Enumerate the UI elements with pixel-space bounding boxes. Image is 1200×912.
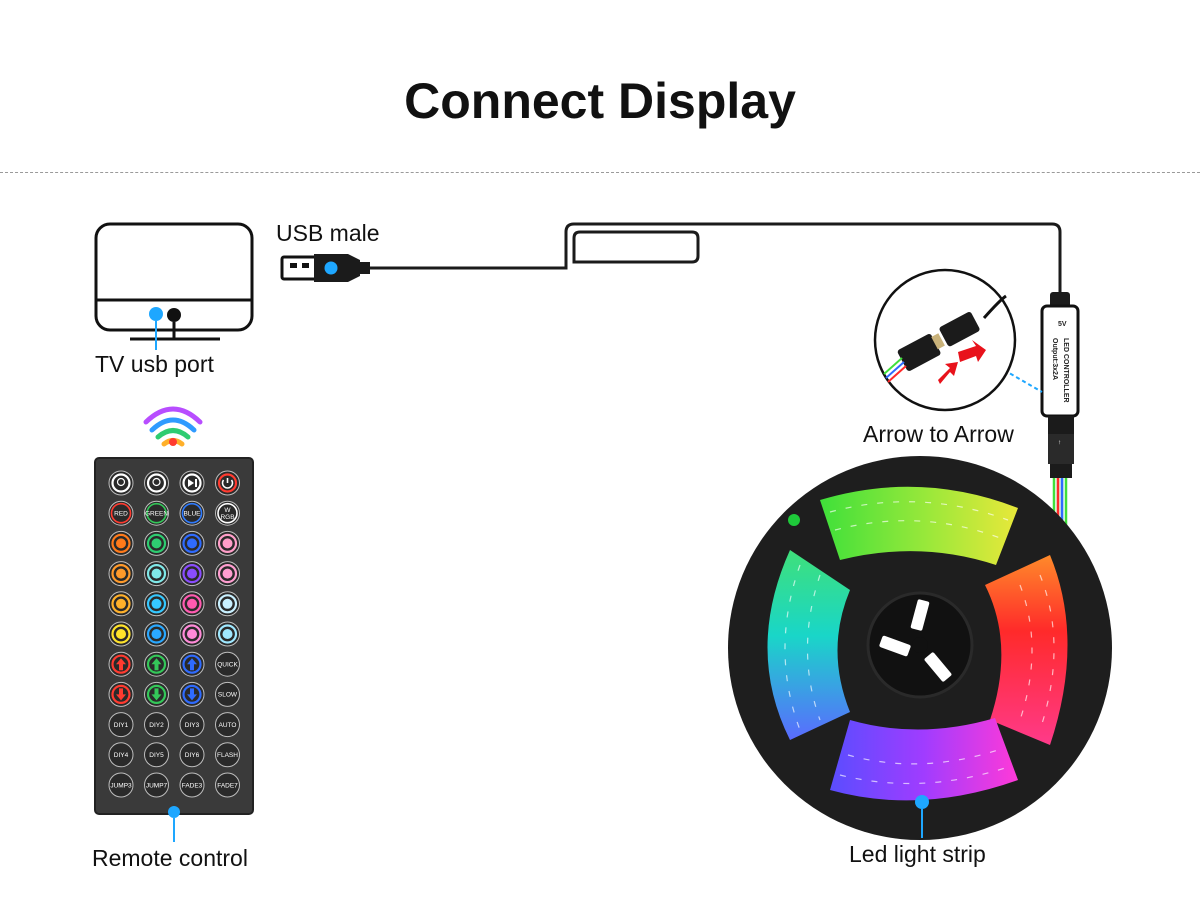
led-light-strip-label: Led light strip: [849, 841, 986, 867]
remote-button-label: JUMP3: [110, 782, 132, 789]
remote-button-label: DIY6: [185, 752, 200, 759]
remote-button: FADE7: [215, 772, 240, 798]
remote-button: [215, 561, 240, 587]
remote-button: RED: [108, 500, 134, 526]
remote-button-label: RED: [114, 511, 128, 518]
led-controller-icon: LED CONTROLLER Output:3x2A 5V ↑: [1040, 292, 1080, 530]
tv-icon: [94, 222, 254, 341]
remote-button-label: QUICK: [217, 662, 238, 669]
remote-button: [179, 561, 205, 587]
remote-button: DIY5: [144, 742, 169, 768]
remote-button: JUMP3: [108, 772, 134, 798]
remote-button: [144, 591, 169, 617]
remote-button: [144, 561, 169, 587]
controller-label: LED CONTROLLER: [1062, 338, 1069, 403]
remote-button: DIY4: [108, 742, 134, 768]
remote-button: [108, 530, 134, 556]
remote-button: [108, 591, 134, 617]
usb-plug-icon: [280, 254, 370, 282]
controller-voltage: 5V: [1058, 321, 1067, 328]
led-strip-reel-icon: [728, 456, 1112, 840]
remote-button: [179, 591, 205, 617]
controller-output: Output:3x2A: [1051, 338, 1058, 380]
remote-button: DIY1: [108, 712, 134, 738]
usb-cable-loop: [572, 230, 700, 264]
bulb-icon: [144, 470, 169, 496]
remote-button: [108, 621, 134, 647]
remote-button: [215, 591, 240, 617]
wireless-signal-icon: [143, 406, 203, 447]
remote-button-label: RGB: [220, 514, 234, 521]
remote-button-label: FADE3: [182, 782, 203, 789]
remote-button: JUMP7: [144, 772, 169, 798]
page-title: Connect Display: [404, 73, 796, 129]
remote-button: [179, 621, 205, 647]
arrow-down-icon: [179, 681, 205, 707]
remote-button: [179, 530, 205, 556]
remote-button: DIY6: [179, 742, 205, 768]
remote-button-label: DIY3: [185, 722, 200, 729]
arrow-to-arrow-label: Arrow to Arrow: [863, 421, 1014, 447]
remote-button-label: FLASH: [217, 752, 238, 759]
connector-closeup-icon: [873, 268, 1017, 412]
bulb-icon: [108, 470, 134, 496]
tv-usb-port-label: TV usb port: [95, 351, 214, 377]
remote-button: [144, 530, 169, 556]
usb-male-label: USB male: [276, 220, 380, 246]
remote-marker: [168, 806, 180, 842]
remote-button: DIY2: [144, 712, 169, 738]
arrow-down-icon: [144, 681, 169, 707]
remote-button-label: GREEN: [145, 511, 168, 518]
remote-button-label: AUTO: [219, 722, 237, 729]
remote-button: FLASH: [215, 742, 240, 768]
remote-button: [144, 621, 169, 647]
remote-button-label: SLOW: [218, 692, 238, 699]
remote-button-label: DIY5: [149, 752, 164, 759]
remote-button: FADE3: [179, 772, 205, 798]
power-icon: [215, 470, 240, 496]
remote-button-label: DIY4: [114, 752, 129, 759]
svg-text:↑: ↑: [1058, 439, 1061, 446]
remote-button: SLOW: [215, 681, 240, 707]
arrow-down-icon: [108, 681, 134, 707]
red-arrow-icon: [958, 340, 986, 362]
remote-button: AUTO: [215, 712, 240, 738]
remote-button: QUICK: [215, 651, 240, 677]
remote-button: GREEN: [144, 500, 169, 526]
dashed-divider: [0, 172, 1200, 173]
arrow-up-icon: [179, 651, 205, 677]
remote-control-label: Remote control: [92, 845, 248, 871]
remote-button-label: DIY1: [114, 722, 129, 729]
led-strip-marker: [915, 795, 929, 838]
tv-usb-port-marker: [149, 307, 163, 350]
red-arrow-icon: [938, 362, 958, 384]
remote-button-label: BLUE: [184, 511, 202, 518]
remote-button: [108, 561, 134, 587]
remote-button-label: W: [224, 507, 231, 514]
remote-button-label: JUMP7: [146, 782, 168, 789]
arrow-up-icon: [108, 651, 134, 677]
remote-button: [215, 621, 240, 647]
usb-cable: [370, 222, 1062, 296]
remote-button: DIY3: [179, 712, 205, 738]
arrow-up-icon: [144, 651, 169, 677]
remote-button: BLUE: [179, 500, 205, 526]
play-pause-icon: [179, 470, 205, 496]
remote-button: [215, 530, 240, 556]
remote-button-label: DIY2: [149, 722, 164, 729]
callout-leader: [1003, 369, 1043, 393]
remote-button-label: FADE7: [217, 782, 238, 789]
